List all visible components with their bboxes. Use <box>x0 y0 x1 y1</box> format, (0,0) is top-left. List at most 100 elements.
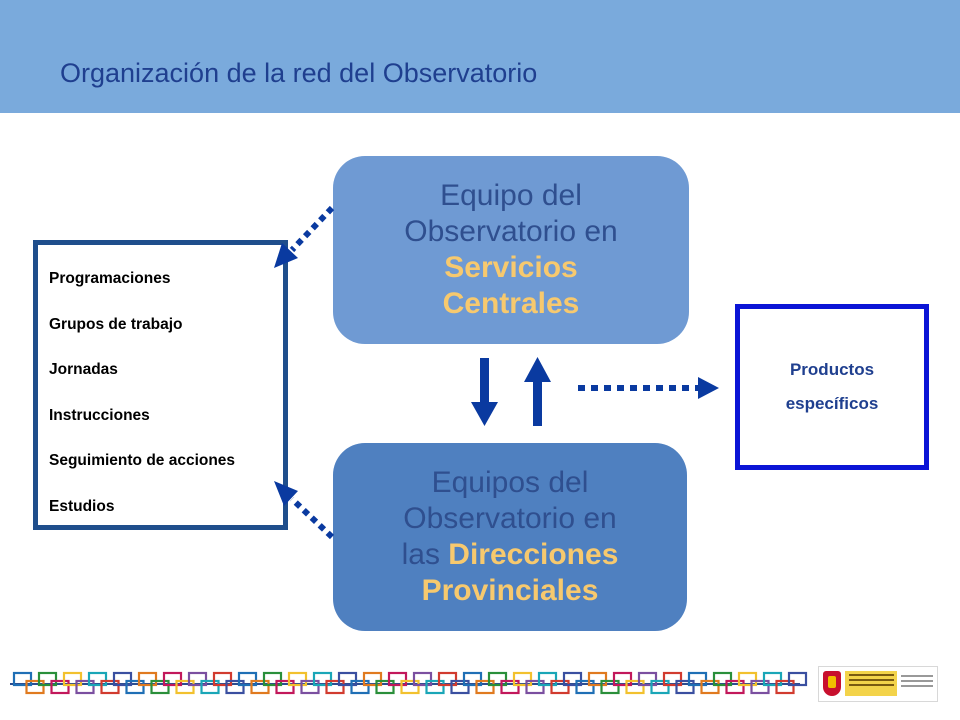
chain-link <box>712 671 733 687</box>
central-team-line2: Observatorio en <box>404 215 618 248</box>
chain-link <box>525 679 545 695</box>
arrow-down-icon <box>471 358 498 426</box>
coat-of-arms-icon <box>823 671 841 696</box>
chain-link <box>700 679 720 695</box>
chain-link <box>200 679 220 695</box>
products-line1: Productos <box>789 360 875 379</box>
chain-link <box>650 679 670 695</box>
chain-link <box>587 671 608 687</box>
provincial-team-node: Equipos del Observatorio en las Direccio… <box>333 443 687 631</box>
page-title: Organización de la red del Observatorio <box>60 58 538 88</box>
chain-link <box>612 671 633 687</box>
list-item: Seguimiento de acciones <box>49 452 236 469</box>
products-line2: específicos <box>785 394 879 413</box>
chain-link <box>575 679 595 695</box>
chain-link <box>737 671 758 687</box>
chain-link <box>150 679 170 695</box>
chain-link <box>687 671 708 687</box>
provincial-team-bold2: Provinciales <box>421 574 599 607</box>
chain-link <box>675 679 695 695</box>
chain-link <box>212 671 233 687</box>
products-label: Productos específicos <box>772 353 892 421</box>
chain-link <box>475 679 495 695</box>
chain-link <box>112 671 133 687</box>
chain-link <box>287 671 308 687</box>
chain-link <box>550 679 570 695</box>
chain-link <box>775 679 795 695</box>
chain-link <box>137 671 158 687</box>
list-item: Estudios <box>49 497 115 515</box>
chain-link <box>662 671 683 687</box>
chain-link <box>787 671 808 687</box>
list-item: Instrucciones <box>49 406 150 424</box>
central-team-node: Equipo del Observatorio en Servicios Cen… <box>333 156 689 344</box>
chain-link <box>237 671 258 687</box>
central-team-line1: Equipo del <box>440 179 582 212</box>
header-bar: Organización de la red del Observatorio <box>0 0 960 113</box>
chain-link <box>37 671 58 687</box>
central-team-bold2: Centrales <box>442 287 580 320</box>
chain-link <box>425 679 445 695</box>
provincial-team-line1: Equipos del <box>431 466 589 499</box>
decorative-chain-border <box>10 671 808 695</box>
provincial-team-line2: Observatorio en <box>403 502 617 535</box>
central-team-label: Equipo del Observatorio en Servicios Cen… <box>333 178 689 322</box>
list-item: Programaciones <box>49 270 171 287</box>
chain-link <box>312 671 333 687</box>
chain-link <box>462 671 483 687</box>
ministry-logo <box>818 666 938 702</box>
chain-link <box>762 671 783 687</box>
chain-link <box>225 679 245 695</box>
chain-link <box>600 679 620 695</box>
chain-link <box>725 679 745 695</box>
chain-link <box>337 671 358 687</box>
tasks-box: Programaciones Grupos de trabajo Jornada… <box>33 240 288 530</box>
logo-secondary-lettering <box>901 675 933 690</box>
chain-link <box>262 671 283 687</box>
chain-link <box>375 679 395 695</box>
chain-link <box>625 679 645 695</box>
chain-link <box>512 671 533 687</box>
provincial-team-label: Equipos del Observatorio en las Direccio… <box>333 465 687 609</box>
chain-link <box>187 671 208 687</box>
chain-link <box>400 679 420 695</box>
chain-link <box>750 679 770 695</box>
logo-lettering <box>849 674 894 689</box>
chain-link <box>325 679 345 695</box>
chain-link <box>25 679 45 695</box>
chain-link <box>100 679 120 695</box>
chain-link <box>362 671 383 687</box>
chain-link <box>500 679 520 695</box>
tasks-list: Programaciones Grupos de trabajo Jornada… <box>49 270 235 543</box>
arrow-up-icon <box>524 357 551 426</box>
chain-link <box>62 671 83 687</box>
chain-link <box>87 671 108 687</box>
list-item: Grupos de trabajo <box>49 315 183 333</box>
central-team-bold1: Servicios <box>444 251 578 284</box>
chain-link <box>175 679 195 695</box>
chain-links <box>12 671 808 695</box>
chain-link <box>412 671 433 687</box>
chain-link <box>562 671 583 687</box>
chain-link <box>487 671 508 687</box>
chain-link <box>637 671 658 687</box>
chain-link <box>162 671 183 687</box>
dotted-arrow-provincial-to-tasks <box>274 481 335 540</box>
chain-link <box>300 679 320 695</box>
chain-link <box>537 671 558 687</box>
chain-link <box>250 679 270 695</box>
dotted-arrow-to-products <box>578 377 719 399</box>
chain-link <box>275 679 295 695</box>
chain-link <box>450 679 470 695</box>
dotted-arrow-central-to-tasks <box>274 205 335 268</box>
chain-link <box>350 679 370 695</box>
products-box: Productos específicos <box>735 304 929 470</box>
chain-link <box>437 671 458 687</box>
list-item: Jornadas <box>49 361 118 378</box>
provincial-team-prefix: las <box>401 538 440 571</box>
chain-link <box>50 679 70 695</box>
chain-link <box>125 679 145 695</box>
chain-link <box>12 671 33 687</box>
chain-link <box>387 671 408 687</box>
